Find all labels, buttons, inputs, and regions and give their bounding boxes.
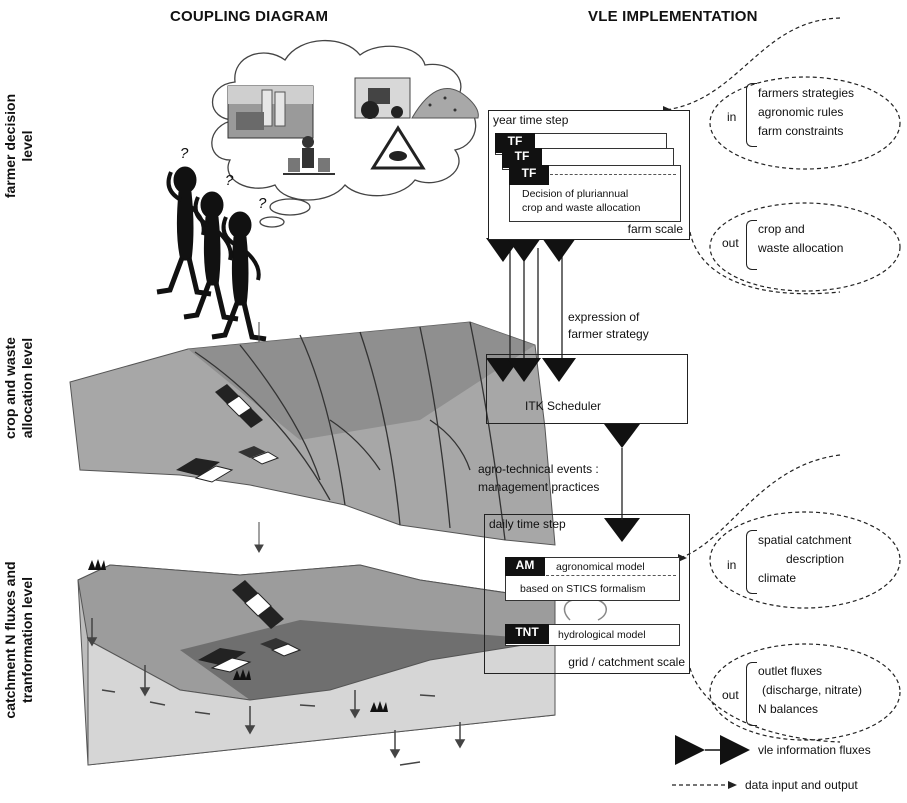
catch-in-item: climate [758,571,797,585]
vle-implementation-title: VLE IMPLEMENTATION [588,8,758,25]
catch-out-item: (discharge, nitrate) [762,683,863,697]
farm-photo-icon [227,85,314,139]
itk-scheduler-box: ITK Scheduler [486,354,688,424]
agro-events-label: agro-technical events : [478,462,599,476]
agro-events-label: management practices [478,480,600,494]
farm-scale-label: farm scale [627,222,683,236]
vle-flux-triangles [486,238,640,542]
catch-out-brace [746,662,757,726]
farm-in-item: agronomic rules [758,105,844,119]
decision-line-1: Decision of pluriannual [522,188,629,200]
farm-out-brace [746,220,757,270]
catchment-plots [198,580,302,673]
coupling-diagram-title: COUPLING DIAGRAM [170,8,329,25]
year-time-step-label: year time step [493,113,569,127]
tf-tag: TF [509,165,549,185]
farm-out-item: crop and [758,222,805,236]
farmer-cans-icon [283,136,335,175]
question-mark: ? [225,172,234,189]
data-io-arrows [664,17,901,786]
crop-terrain-surface [69,321,556,546]
question-mark: ? [258,195,267,212]
expression-label: expression of [568,310,640,324]
fertilizer-pile-icon [411,87,479,119]
tf-divider [550,174,676,175]
am-divider [546,575,676,576]
catch-out-label: out [722,688,739,702]
catch-out-item: N balances [758,702,819,716]
tnt-tag: TNT [505,624,549,644]
itk-scheduler-label: ITK Scheduler [525,399,602,413]
catch-in-brace [746,530,757,594]
farm-in-item: farm constraints [758,124,844,138]
catch-in-item: spatial catchment [758,533,852,547]
catchment-scale-label: grid / catchment scale [568,655,685,669]
catchment-block [77,559,556,766]
legend-vle-symbol [675,735,750,765]
am-model-label: agronomical model [556,561,645,573]
cow-warning-sign-icon [370,125,426,170]
farm-in-label: in [727,110,737,124]
decision-line-2: crop and waste allocation [522,202,641,214]
farm-in-brace [746,83,757,147]
legend-vle-label: vle information fluxes [758,743,871,757]
tractor-icon [354,77,411,119]
farm-in-item: farmers strategies [758,86,855,100]
catch-in-item: description [786,552,845,566]
allocation-plots [176,384,280,483]
expression-label: farmer strategy [568,327,649,341]
vle-flux-lines [509,225,563,360]
tnt-model-label: hydrological model [558,629,646,641]
tf-tag: TF [502,148,542,168]
catch-in-label: in [727,558,737,572]
am-basis-label: based on STICS formalism [520,583,646,595]
farm-out-label: out [722,236,739,250]
plant-icons [88,559,388,712]
daily-time-step-label: daily time step [489,517,566,531]
farmer-figures [156,166,267,342]
tf-decision-card: Decision of pluriannual crop and waste a… [509,165,681,222]
catch-out-item: outlet fluxes [758,664,823,678]
legend-data-label: data input and output [745,778,858,792]
am-tag: AM [505,557,545,576]
question-mark: ? [180,145,189,162]
farm-out-item: waste allocation [758,241,844,255]
daily-model-box: daily time step grid / catchment scale [484,514,690,674]
